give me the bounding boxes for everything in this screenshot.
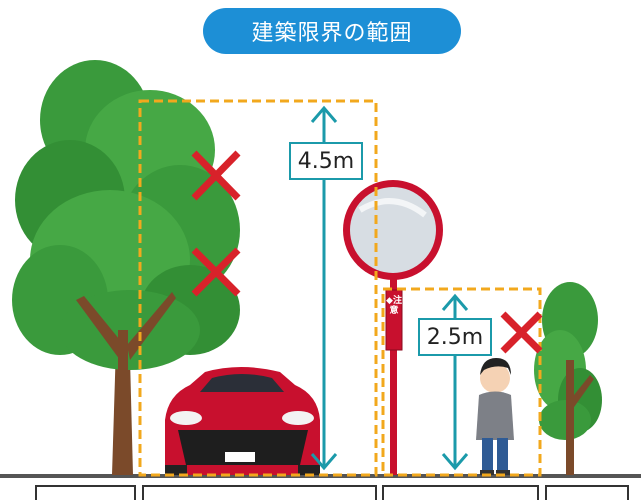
cross-mark-icon [191,247,241,297]
page-title: 建築限界の範囲 [203,8,461,54]
caution-sign-text: ◆注意 [386,296,402,316]
large-tree-icon [12,60,240,475]
cross-mark-icon [191,150,241,201]
cross-mark-icon [500,311,543,354]
road-height-label: 4.5m [289,142,363,180]
car-icon [165,367,320,475]
convex-mirror-icon [343,180,443,475]
sidewalk-height-label: 2.5m [418,318,492,356]
person-icon [476,358,514,475]
section-brackets [35,485,629,500]
road-clearance-box [138,99,378,477]
small-tree-icon [534,282,602,475]
sidewalk-clearance-box [381,287,542,477]
